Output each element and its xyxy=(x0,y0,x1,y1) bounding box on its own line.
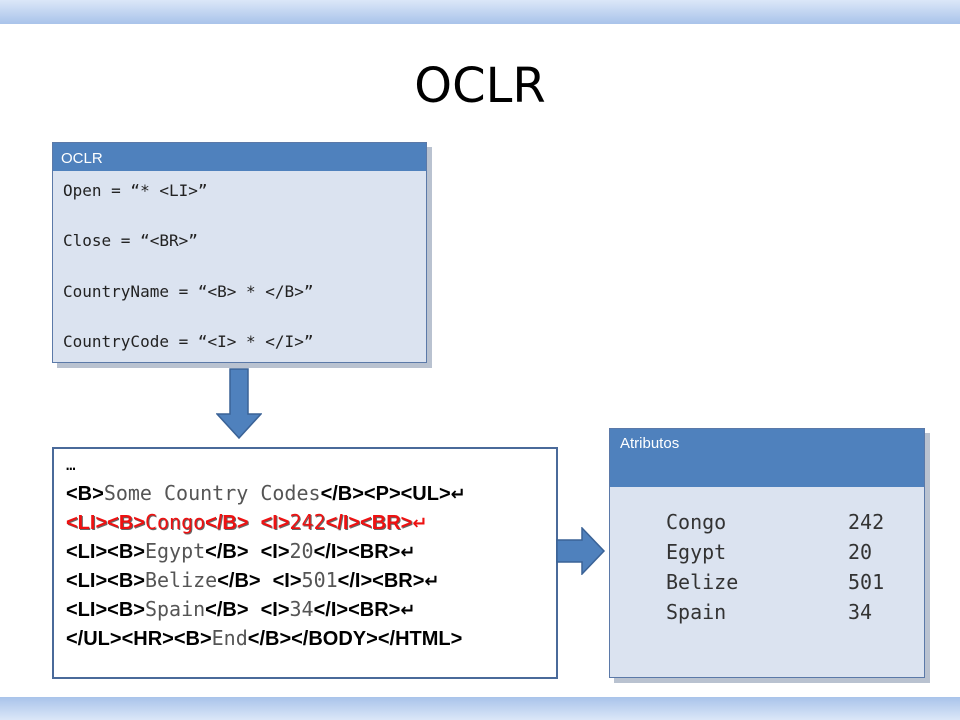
attribute-code: 501 xyxy=(848,570,885,594)
return-icon: ↵ xyxy=(424,571,440,592)
html-row-belize: <LI><B>Belize</B> <I>501</I><BR>↵ xyxy=(66,568,439,593)
return-icon: ↵ xyxy=(400,542,416,563)
tag-li: <LI> xyxy=(66,541,108,563)
return-icon: ↵ xyxy=(400,600,416,621)
tag-b-open: <B> xyxy=(66,483,104,505)
attributes-header: Atributos xyxy=(610,429,924,487)
attribute-code: 242 xyxy=(848,510,885,534)
end-text: End xyxy=(211,626,248,650)
heading-text: Some Country Codes xyxy=(103,481,321,505)
tag-b-close: </B> xyxy=(205,541,249,563)
tag-ul-close: </UL> xyxy=(66,628,122,650)
country-name: Egypt xyxy=(144,539,206,563)
country-code: 501 xyxy=(301,568,338,592)
tag-b-open: <B> xyxy=(107,512,145,534)
country-code: 242 xyxy=(289,510,326,534)
tag-br: <BR> xyxy=(348,541,401,563)
tag-b-open: <B> xyxy=(173,628,212,650)
tag-li: <LI> xyxy=(66,570,108,592)
ellipsis: … xyxy=(66,455,76,474)
tag-b-close: </B> xyxy=(205,599,249,621)
return-icon: ↵ xyxy=(412,513,428,534)
tag-b-close: </B> xyxy=(247,628,292,650)
html-line-end: </UL><HR><B>End</B></BODY></HTML> xyxy=(66,626,462,651)
html-row-congo: <LI><B>Congo</B> <I>242</I><BR>↵ xyxy=(66,510,427,535)
tag-b-close: </B> xyxy=(320,483,364,505)
down-arrow-icon xyxy=(216,368,262,440)
attribute-name: Congo xyxy=(666,510,727,534)
country-name: Spain xyxy=(144,597,206,621)
attribute-code: 34 xyxy=(848,600,873,624)
html-source-box: … <B>Some Country Codes</B><P><UL>↵ <LI>… xyxy=(52,447,558,679)
tag-i-open: <I> xyxy=(260,512,290,534)
country-code: 20 xyxy=(289,539,314,563)
tag-b-close: </B> xyxy=(205,512,249,534)
tag-b-open: <B> xyxy=(107,541,145,563)
tag-b-open: <B> xyxy=(107,570,145,592)
bottom-banner xyxy=(0,697,960,720)
html-line-heading: <B>Some Country Codes</B><P><UL>↵ xyxy=(66,481,466,506)
html-row-spain: <LI><B>Spain</B> <I>34</I><BR>↵ xyxy=(66,597,415,622)
oclr-definition-box: OCLR Open = “* <LI>” Close = “<BR>” Coun… xyxy=(52,142,427,363)
tag-b-open: <B> xyxy=(107,599,145,621)
country-code-rule: CountryCode = “<I> * </I>” xyxy=(63,332,314,351)
tag-li: <LI> xyxy=(66,599,108,621)
tag-br: <BR> xyxy=(360,512,413,534)
open-rule: Open = “* <LI>” xyxy=(63,181,208,200)
return-icon: ↵ xyxy=(450,484,466,505)
top-banner xyxy=(0,0,960,24)
tag-li: <LI> xyxy=(66,512,108,534)
country-name: Congo xyxy=(144,510,206,534)
oclr-box-header: OCLR xyxy=(53,143,426,171)
tag-i-close: </I> xyxy=(337,570,373,592)
country-name-rule: CountryName = “<B> * </B>” xyxy=(63,282,314,301)
attribute-name: Spain xyxy=(666,600,727,624)
tag-i-open: <I> xyxy=(260,599,290,621)
tag-ul: <UL> xyxy=(400,483,451,505)
tag-i-close: </I> xyxy=(325,512,361,534)
slide-title: OCLR xyxy=(414,58,546,114)
tag-p: <P> xyxy=(363,483,401,505)
tag-i-open: <I> xyxy=(272,570,302,592)
close-rule: Close = “<BR>” xyxy=(63,231,198,250)
tag-html-close: </HTML> xyxy=(377,628,463,650)
html-row-egypt: <LI><B>Egypt</B> <I>20</I><BR>↵ xyxy=(66,539,415,564)
tag-i-open: <I> xyxy=(260,541,290,563)
attribute-name: Belize xyxy=(666,570,739,594)
country-name: Belize xyxy=(144,568,218,592)
right-arrow-icon xyxy=(556,527,606,575)
attributes-box: Atributos Congo 242 Egypt 20 Belize 501 … xyxy=(609,428,925,678)
country-code: 34 xyxy=(289,597,314,621)
tag-body-close: </BODY> xyxy=(291,628,378,650)
tag-br: <BR> xyxy=(348,599,401,621)
attribute-code: 20 xyxy=(848,540,873,564)
tag-i-close: </I> xyxy=(313,541,349,563)
tag-b-close: </B> xyxy=(217,570,261,592)
tag-i-close: </I> xyxy=(313,599,349,621)
tag-br: <BR> xyxy=(372,570,425,592)
tag-hr: <HR> xyxy=(121,628,174,650)
attribute-name: Egypt xyxy=(666,540,727,564)
